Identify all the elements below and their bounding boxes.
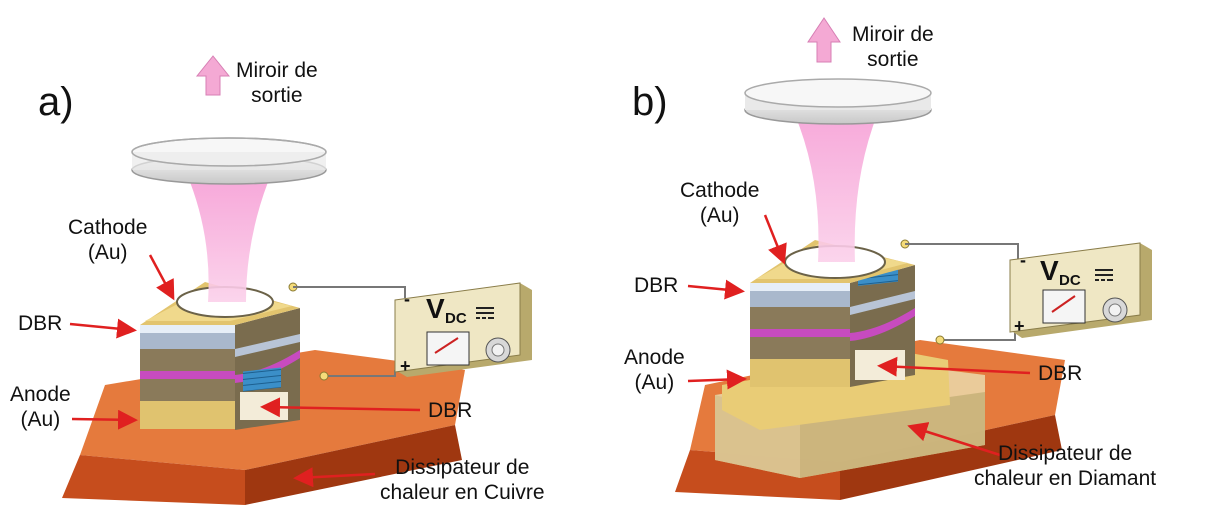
vm-v: V xyxy=(426,293,445,324)
output-arrow-icon xyxy=(807,17,841,63)
voltmeter-b xyxy=(1009,242,1152,338)
pointer-arrows xyxy=(69,214,1031,488)
arrow-cathode-b xyxy=(763,214,787,265)
vm-dc: DC xyxy=(1059,272,1081,289)
arrow-dbr-top-a xyxy=(69,318,137,339)
voltmeter-text-a: - + V DC xyxy=(400,289,467,376)
dbr-top-label-a: DBR xyxy=(18,312,63,335)
panel-letter-a: a) xyxy=(38,80,74,124)
anode-label-a: Anode(Au) xyxy=(10,383,71,431)
vm-minus: - xyxy=(1020,250,1026,270)
laser-beam-b xyxy=(795,115,877,262)
voltmeter-text-b: - + V DC xyxy=(1014,250,1081,336)
voltmeter-a xyxy=(394,282,532,377)
laser-chip-b xyxy=(750,239,915,387)
panel-letter-b: b) xyxy=(632,80,668,124)
arrow-dbr-side-b xyxy=(877,356,1031,377)
arrow-cathode-a xyxy=(148,254,175,301)
arrow-anode-a xyxy=(71,409,138,430)
output-mirror-a xyxy=(131,137,327,185)
dbr-side-label-b: DBR xyxy=(1038,362,1083,385)
output-arrow-icon xyxy=(195,55,231,96)
anode-label-b: Anode(Au) xyxy=(624,346,685,394)
vm-minus: - xyxy=(404,289,410,309)
arrow-dbr-side-a xyxy=(260,397,421,418)
arrow-anode-b xyxy=(687,369,747,390)
vm-plus: + xyxy=(400,356,411,376)
dbr-side-label-a: DBR xyxy=(428,399,473,422)
arrow-dbr-top-b xyxy=(687,279,745,300)
arrow-heatsink-b xyxy=(907,422,1001,457)
panel-a xyxy=(62,55,532,505)
cathode-label-b: Cathode(Au) xyxy=(680,179,760,227)
arrow-heatsink-a xyxy=(293,467,376,488)
vm-v: V xyxy=(1040,255,1059,286)
output-mirror-b xyxy=(744,78,932,125)
panel-b xyxy=(675,17,1152,500)
laser-beam-a xyxy=(190,182,268,302)
vm-plus: + xyxy=(1014,316,1025,336)
dbr-top-label-b: DBR xyxy=(634,274,679,297)
cathode-label-a: Cathode(Au) xyxy=(68,216,148,264)
vm-dc: DC xyxy=(445,310,467,327)
wires-b xyxy=(905,243,1019,341)
